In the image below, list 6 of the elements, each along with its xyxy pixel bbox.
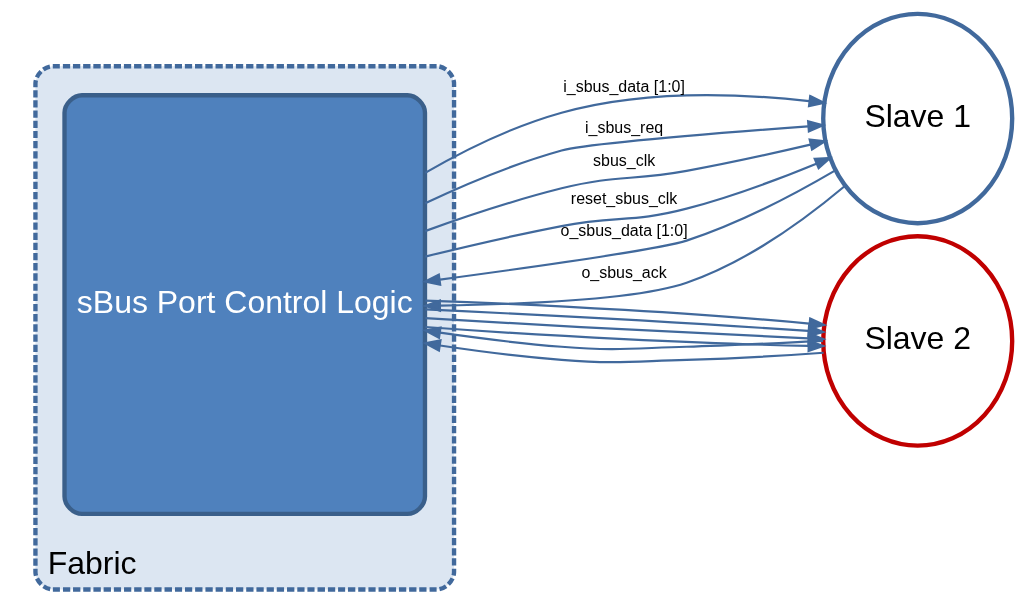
edge-label: i_sbus_req: [584, 118, 663, 136]
edge-label: reset_sbus_clk: [570, 190, 677, 208]
edge-label: i_sbus_data [1:0]: [562, 78, 685, 96]
edge-label: o_sbus_data [1:0]: [560, 221, 688, 239]
edge-label: sbus_clk: [592, 152, 655, 170]
edge-label: o_sbus_ack: [580, 264, 667, 282]
